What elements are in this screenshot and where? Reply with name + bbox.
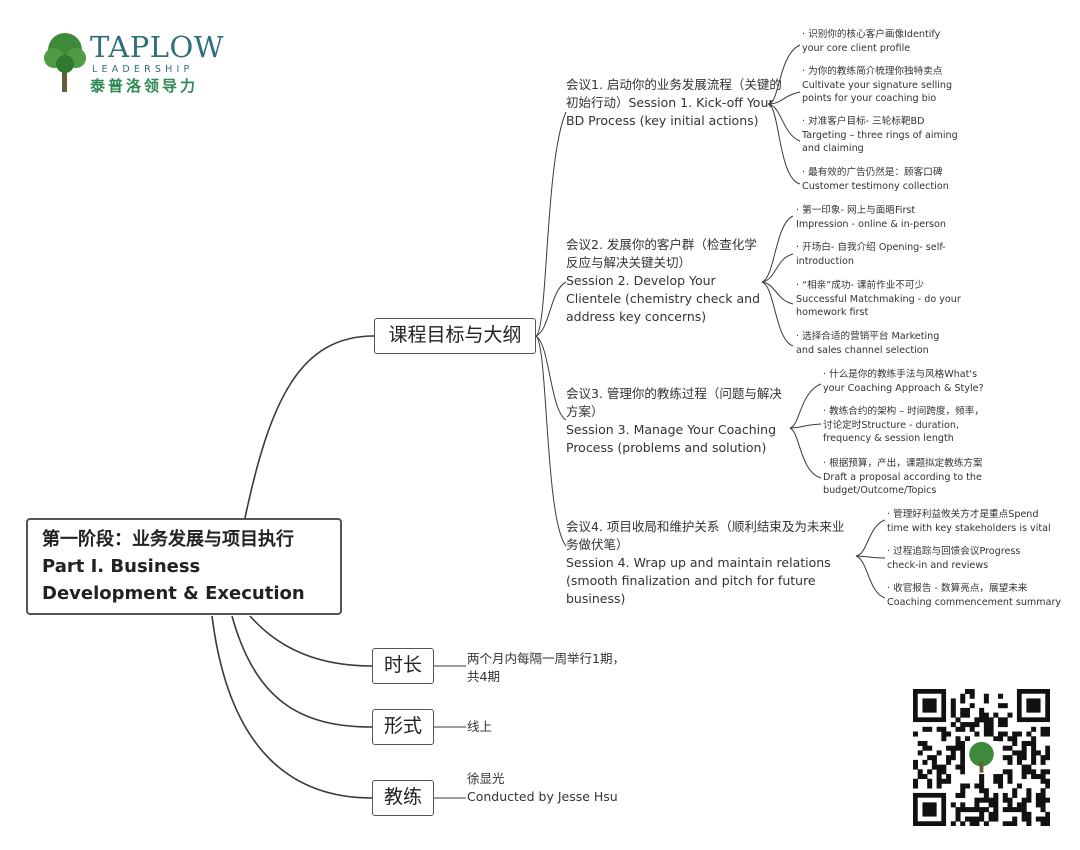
item-en: Draft a proposal according to the budget… [823,471,982,497]
item-cn: · 根据预算，产出，课题拟定教练方案 [823,458,983,469]
item-en: 讨论定时Structure - duration, frequency & se… [823,419,959,445]
session-1-item-4[interactable]: · 最有效的广告仍然是：顾客口碑 Customer testimony coll… [802,166,972,193]
qr-code-image [913,689,1050,826]
item-cn: · 教练合约的架构 – 时间跨度，频率， [823,406,984,417]
root-title-en-2: Development & Execution [42,583,305,604]
item-en: time with key stakeholders is vital [887,522,1051,534]
session-2-item-1[interactable]: · 第一印象- 网上与面晤First Impression - online &… [796,204,966,231]
item-en: Targeting – three rings of aiming and cl… [802,129,958,155]
item-cn: · 什么是你的教练手法与风格What's [823,369,978,380]
node-coach[interactable]: 教练 [372,780,434,816]
item-en: Customer testimony collection [802,180,949,192]
logo-name: TAPLOW [90,30,225,64]
session-2[interactable]: 会议2. 发展你的客户群（检查化学反应与解决关键关切） Session 2. D… [566,236,766,326]
duration-line-2: 共4期 [467,669,500,684]
session-4-item-2[interactable]: · 过程追踪与回馈会议Progress check-in and reviews [887,545,1067,572]
item-en: Successful Matchmaking - do your homewor… [796,293,961,319]
session-3-item-2[interactable]: · 教练合约的架构 – 时间跨度，频率， 讨论定时Structure - dur… [823,405,999,446]
item-en: and sales channel selection [796,344,929,356]
session-2-cn: 会议2. 发展你的客户群（检查化学反应与解决关键关切） [566,237,757,270]
session-3-cn: 会议3. 管理你的教练过程（问题与解决方案） [566,386,782,419]
session-2-item-3[interactable]: · “相亲”成功- 课前作业不可少 Successful Matchmaking… [796,279,966,320]
session-1-item-3[interactable]: · 对准客户目标- 三轮标靶BD Targeting – three rings… [802,115,972,156]
node-outline[interactable]: 课程目标与大纲 [374,318,536,354]
root-node[interactable]: 第一阶段：业务发展与项目执行 Part I. Business Developm… [26,518,342,615]
node-duration[interactable]: 时长 [372,648,434,684]
duration-line-1: 两个月内每隔一周举行1期， [467,651,625,666]
item-en: Cultivate your signature selling points … [802,79,953,105]
session-3-item-3[interactable]: · 根据预算，产出，课题拟定教练方案 Draft a proposal acco… [823,457,999,498]
tree-icon [44,33,86,92]
session-4-cn: 会议4. 项目收局和维护关系（顺利结束及为未来业务做伏笔） [566,519,845,552]
item-cn: · “相亲”成功- 课前作业不可少 [796,280,925,291]
session-3-item-1[interactable]: · 什么是你的教练手法与风格What's your Coaching Appro… [823,368,999,395]
item-cn: · 管理好利益攸关方才是重点Spend [887,509,1039,520]
session-1[interactable]: 会议1. 启动你的业务发展流程（关键的初始行动）Session 1. Kick-… [566,76,788,130]
root-title-en-1: Part I. Business [42,556,201,577]
format-detail: 线上 [467,719,493,734]
item-cn: · 选择合适的营销平台 Marketing [796,331,940,342]
item-cn: · 开场白- 自我介绍 Opening- self- [796,242,946,253]
item-en: Coaching commencement summary [887,596,1062,608]
item-en: Impression - online & in-person [796,218,947,230]
logo-chinese: 泰普洛领导力 [90,77,199,95]
item-cn: · 收官报告 - 数算亮点，展望未来 [887,583,1028,594]
node-format[interactable]: 形式 [372,709,434,745]
item-cn: · 对准客户目标- 三轮标靶BD [802,116,925,127]
item-cn: · 最有效的广告仍然是：顾客口碑 [802,167,943,178]
session-3[interactable]: 会议3. 管理你的教练过程（问题与解决方案） Session 3. Manage… [566,385,788,457]
taplow-logo [42,30,252,100]
session-1-text: 会议1. 启动你的业务发展流程（关键的初始行动）Session 1. Kick-… [566,77,782,128]
item-en: your core client profile [802,42,911,54]
session-4-en: Session 4. Wrap up and maintain relation… [566,555,831,606]
session-1-item-1[interactable]: · 识别你的核心客户画像Identify your core client pr… [802,28,972,55]
item-cn: · 为你的教练简介梳理你独特卖点 [802,66,943,77]
item-cn: · 第一印象- 网上与面晤First [796,205,916,216]
session-2-en: Session 2. Develop Your Clientele (chemi… [566,273,761,324]
coach-name-en: Conducted by Jesse Hsu [467,789,618,804]
session-1-item-2[interactable]: · 为你的教练简介梳理你独特卖点 Cultivate your signatur… [802,65,972,106]
session-4-item-1[interactable]: · 管理好利益攸关方才是重点Spend time with key stakeh… [887,508,1067,535]
item-cn: · 识别你的核心客户画像Identify [802,29,941,40]
session-4-item-3[interactable]: · 收官报告 - 数算亮点，展望未来 Coaching commencement… [887,582,1067,609]
coach-name-cn: 徐显光 [467,771,505,786]
logo-subtitle: LEADERSHIP [92,64,194,75]
session-2-item-2[interactable]: · 开场白- 自我介绍 Opening- self- introduction [796,241,966,268]
session-3-en: Session 3. Manage Your Coaching Process … [566,422,777,455]
session-4[interactable]: 会议4. 项目收局和维护关系（顺利结束及为未来业务做伏笔） Session 4.… [566,518,856,608]
item-en: check-in and reviews [887,559,989,571]
root-title-cn: 第一阶段：业务发展与项目执行 [42,529,294,550]
session-2-item-4[interactable]: · 选择合适的营销平台 Marketing and sales channel … [796,330,966,357]
item-en: introduction [796,255,854,267]
item-en: your Coaching Approach & Style? [823,382,984,394]
coach-detail: 徐显光 Conducted by Jesse Hsu [467,770,618,806]
duration-detail: 两个月内每隔一周举行1期， 共4期 [467,650,625,686]
item-cn: · 过程追踪与回馈会议Progress [887,546,1021,557]
